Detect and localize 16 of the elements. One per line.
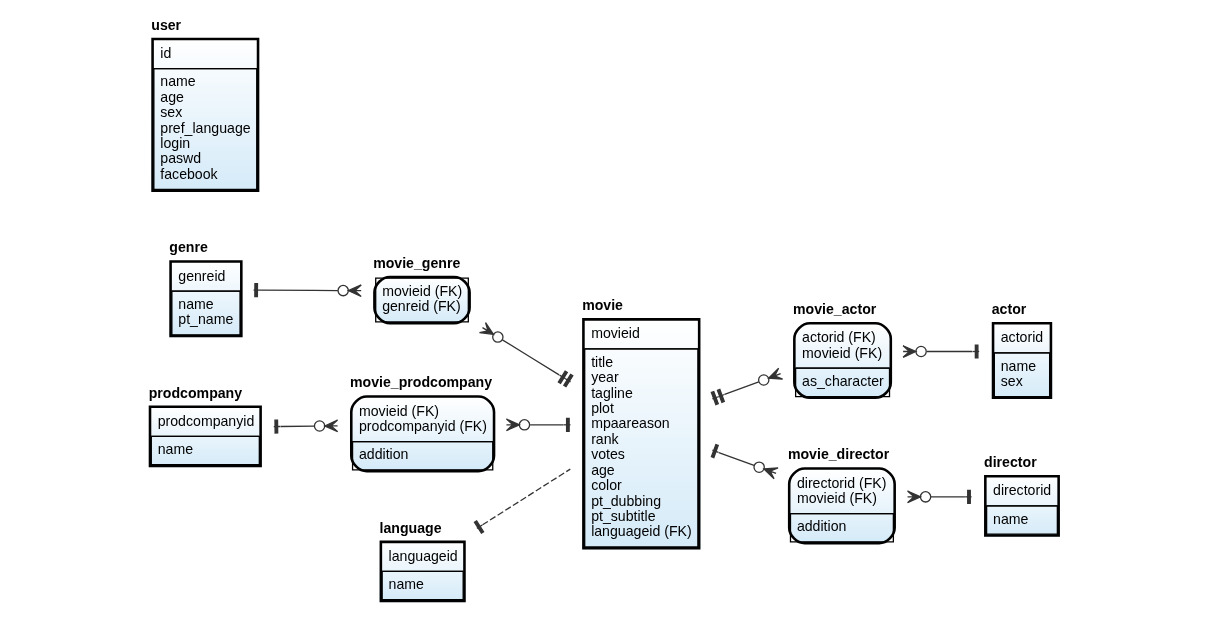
node-label: director: [984, 454, 1037, 470]
node-label: actor: [991, 300, 1027, 317]
node-label: movie_genre: [373, 254, 461, 271]
connector: [473, 468, 571, 535]
node-label: movie_prodcompany: [349, 374, 493, 391]
connector: [252, 283, 362, 298]
node-label: movie_actor: [793, 300, 877, 317]
node-label: movie_director: [787, 446, 890, 463]
connector: [478, 322, 574, 388]
node-label: genre: [169, 239, 208, 256]
node-label: language: [379, 519, 442, 536]
connector: [710, 443, 779, 480]
connector: [710, 367, 784, 406]
node-label: user: [151, 16, 182, 33]
node-label: movie: [582, 297, 623, 314]
node-label: prodcompany: [148, 384, 243, 401]
